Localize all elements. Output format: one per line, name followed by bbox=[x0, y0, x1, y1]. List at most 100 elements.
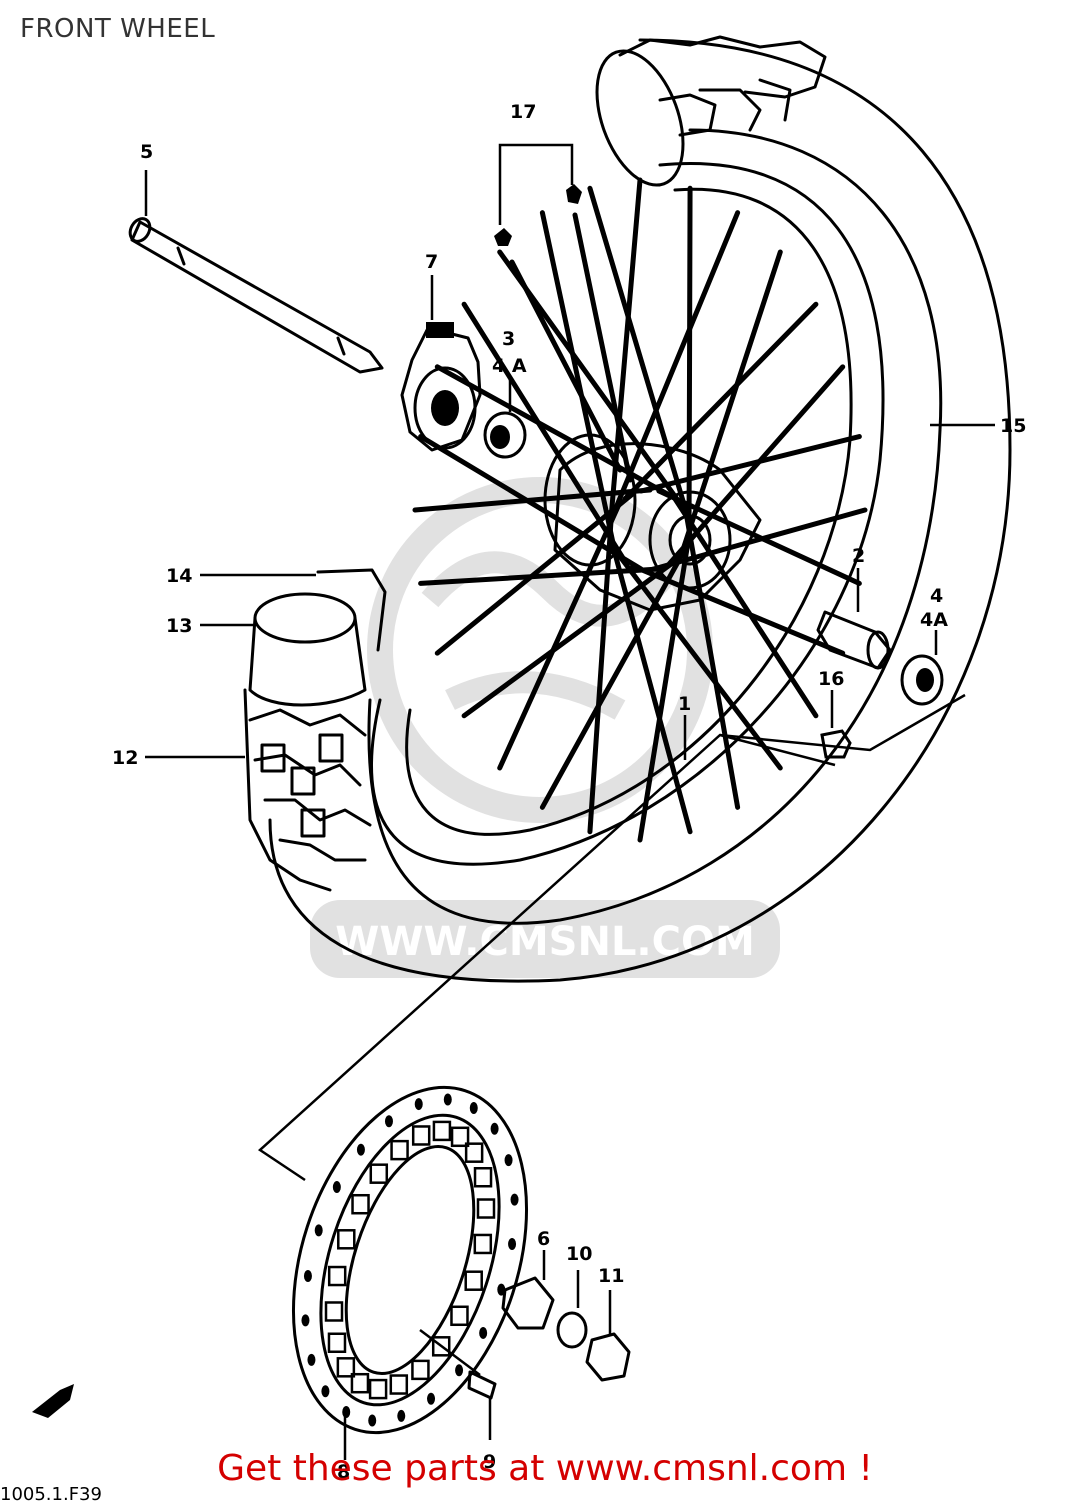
disc-vent-hole bbox=[508, 1237, 517, 1250]
disc-hole bbox=[389, 1374, 409, 1395]
spoke bbox=[418, 566, 662, 586]
callout-12: 12 bbox=[112, 747, 138, 769]
disc-hole bbox=[369, 1163, 389, 1184]
bolt-part bbox=[501, 1276, 555, 1330]
spoke bbox=[686, 185, 693, 542]
disc-hole bbox=[411, 1359, 430, 1381]
disc-hole bbox=[350, 1372, 370, 1394]
disc-vent-hole bbox=[455, 1364, 464, 1377]
spoke bbox=[434, 364, 670, 497]
callout-4: 4 bbox=[930, 585, 943, 607]
brake-disc-part bbox=[291, 1085, 529, 1435]
disc-hole bbox=[368, 1378, 388, 1400]
watermark-text: WWW.CMSNL.COM bbox=[335, 919, 755, 965]
disc-hole bbox=[327, 1332, 347, 1354]
speedometer-gearbox-part bbox=[400, 322, 482, 452]
callout-5: 5 bbox=[140, 141, 153, 163]
disc-vent-hole bbox=[321, 1385, 330, 1398]
disc-vent-hole bbox=[469, 1101, 478, 1114]
screw-part bbox=[467, 1370, 497, 1400]
bearing-part bbox=[900, 654, 944, 706]
nipple-nut-part bbox=[820, 729, 852, 759]
spoke bbox=[539, 210, 617, 550]
spoke bbox=[683, 510, 741, 810]
disc-hole bbox=[464, 1142, 484, 1163]
disc-vent-hole bbox=[307, 1353, 316, 1366]
callout-4a-top: 4 A bbox=[492, 355, 527, 377]
disc-hole bbox=[390, 1139, 409, 1161]
spoke bbox=[418, 434, 644, 572]
disc-vent-hole bbox=[356, 1143, 365, 1156]
disc-hole bbox=[473, 1166, 493, 1188]
disc-vent-hole bbox=[301, 1314, 310, 1327]
callout-9: 9 bbox=[483, 1451, 496, 1473]
disc-hole bbox=[351, 1193, 370, 1215]
callout-13: 13 bbox=[166, 615, 192, 637]
disc-vent-hole bbox=[504, 1154, 513, 1167]
tyre-part bbox=[243, 35, 1012, 983]
direction-arrow bbox=[32, 1384, 74, 1418]
spoke bbox=[461, 558, 678, 719]
rim-band-part bbox=[248, 568, 387, 707]
disc-vent-hole bbox=[384, 1115, 393, 1128]
disc-vent-hole bbox=[510, 1193, 519, 1206]
disc-hole bbox=[431, 1336, 451, 1357]
spoke bbox=[637, 527, 693, 843]
disc-vent-hole bbox=[368, 1414, 377, 1427]
disc-hole bbox=[476, 1198, 496, 1219]
spoke bbox=[672, 496, 819, 719]
callout-17: 17 bbox=[510, 101, 536, 123]
callout-2: 2 bbox=[852, 545, 865, 567]
disc-vent-hole bbox=[303, 1270, 312, 1283]
callout-7: 7 bbox=[425, 251, 438, 273]
spoke bbox=[608, 536, 693, 835]
disc-vent-hole bbox=[314, 1224, 323, 1237]
callout-labels: 5 17 7 3 4 A 15 14 13 12 2 4 4A 16 1 6 1… bbox=[112, 101, 1026, 1483]
callout-leaders bbox=[144, 143, 995, 1460]
callout-6: 6 bbox=[537, 1228, 550, 1250]
callout-14: 14 bbox=[166, 565, 192, 587]
page-title: FRONT WHEEL bbox=[20, 14, 216, 44]
callout-11: 11 bbox=[598, 1265, 624, 1287]
disc-hole bbox=[327, 1265, 347, 1287]
spoke bbox=[497, 502, 622, 771]
assembly-outline bbox=[257, 693, 966, 1182]
footer-banner[interactable]: Get these parts at www.cmsnl.com ! bbox=[217, 1448, 873, 1489]
disc-vent-hole bbox=[414, 1098, 423, 1111]
disc-vent-hole bbox=[490, 1122, 499, 1135]
callout-15: 15 bbox=[1000, 415, 1026, 437]
washer-part bbox=[556, 1311, 588, 1349]
spoke bbox=[630, 563, 846, 656]
disc-hole bbox=[473, 1233, 493, 1255]
spoke bbox=[497, 249, 684, 508]
spoke bbox=[678, 249, 783, 558]
disc-vent-hole bbox=[443, 1093, 452, 1106]
spoke bbox=[611, 210, 741, 516]
callout-4a-right: 4A bbox=[920, 609, 948, 631]
disc-hole bbox=[337, 1229, 356, 1250]
disc-vent-hole bbox=[397, 1409, 406, 1422]
spoke bbox=[656, 488, 862, 586]
disc-hole bbox=[411, 1125, 431, 1146]
axle-part bbox=[128, 217, 384, 374]
disc-hole bbox=[464, 1270, 483, 1291]
callout-16: 16 bbox=[818, 668, 844, 690]
spoke bbox=[664, 364, 846, 569]
spoke bbox=[587, 185, 692, 524]
bearing-seal-part bbox=[483, 411, 527, 459]
disc-hole bbox=[336, 1357, 356, 1378]
callout-8: 8 bbox=[337, 1461, 350, 1483]
disc-hole bbox=[432, 1120, 452, 1142]
disc-vent-hole bbox=[479, 1326, 488, 1339]
disc-hole bbox=[450, 1126, 470, 1148]
callout-1: 1 bbox=[678, 693, 691, 715]
spoke bbox=[622, 301, 819, 502]
rim-part bbox=[370, 162, 885, 866]
distance-collar-part bbox=[816, 610, 892, 670]
disc-hole bbox=[450, 1305, 469, 1327]
callout-10: 10 bbox=[566, 1243, 592, 1265]
hub-spokes-part bbox=[412, 177, 868, 843]
nut-part bbox=[585, 1332, 631, 1382]
spoke bbox=[539, 544, 689, 810]
